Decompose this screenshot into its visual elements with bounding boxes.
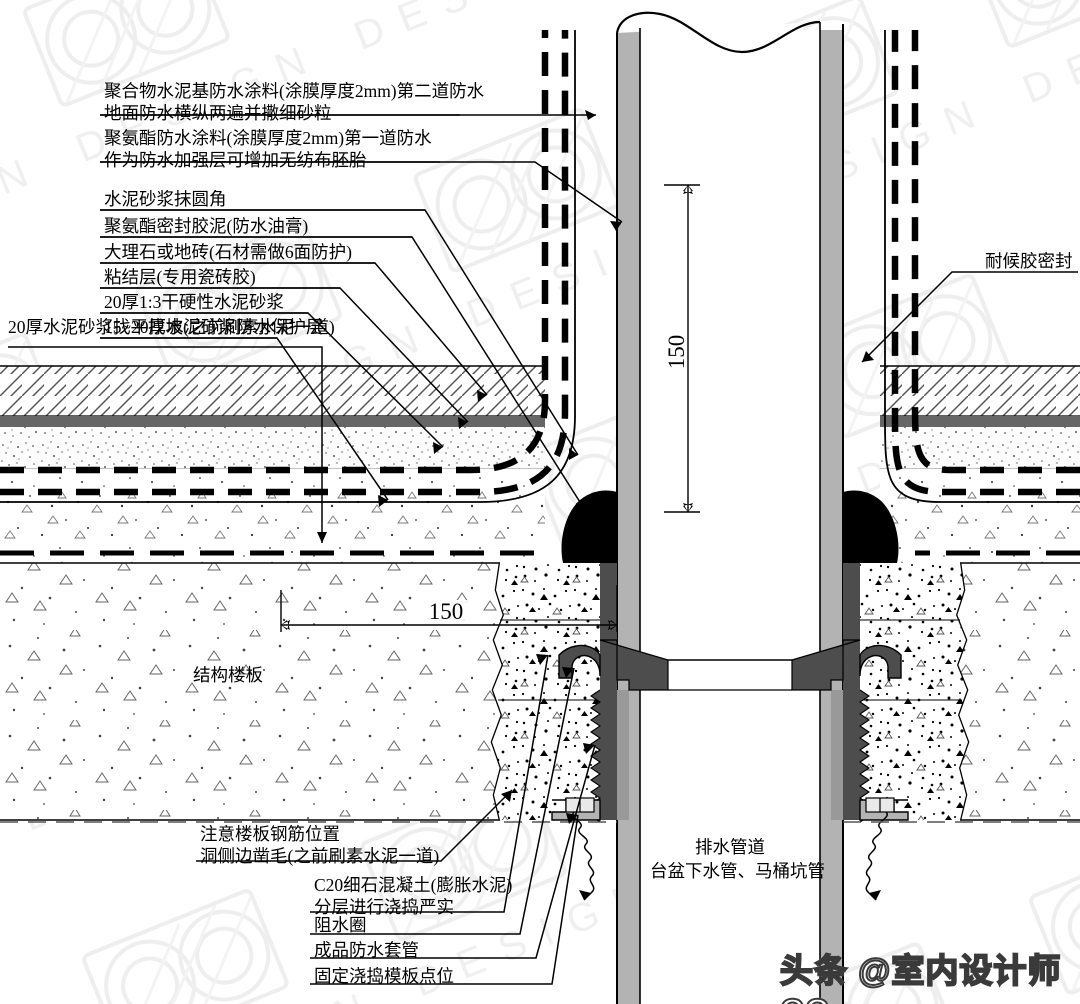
c20-infill-left <box>492 563 610 820</box>
label-line-1: 粘结层(专用瓷砖胶) <box>104 267 256 287</box>
label-underlines <box>100 114 460 339</box>
label-line-2: 地面防水横纵两遍并撒细砂粒 <box>104 103 332 123</box>
structural-slab <box>0 562 1080 821</box>
label-drain-pipe: 排水管道 台盆下水管、马桶坑管 <box>650 835 825 883</box>
dimension-horizontal-value: 150 <box>429 599 464 624</box>
sealant-wedge-right <box>843 490 899 563</box>
cove-fillet-line-right <box>884 30 1080 503</box>
tile-adhesive-layer-left <box>0 416 545 427</box>
sealant-wedge-left <box>561 490 617 563</box>
drain-pipe-bore <box>640 30 820 1004</box>
label-line-1: 排水管道 <box>695 837 765 857</box>
label-water-stop-ring: 阻水圈 <box>314 914 367 936</box>
label-line-1: 阻水圈 <box>314 915 367 935</box>
label-line-1: 注意楼板钢筋位置 <box>200 824 340 844</box>
right-leader-line <box>861 271 1078 363</box>
tile-adhesive-layer-right <box>880 416 1080 427</box>
label-c20-concrete: C20细石混凝土(膨胀水泥) 分层进行浇捣严实 <box>314 874 512 918</box>
watermark-author: 头条 @室内设计师CC <box>779 951 1062 1004</box>
label-line-1: 15~20厚水泥砂浆防水保护层 <box>104 317 324 337</box>
label-line-1: 水泥砂浆抹圆角 <box>104 189 227 209</box>
waterproof-coat-1-right <box>891 30 1080 496</box>
pipe-break-line <box>615 11 821 54</box>
bottom-leader-lines <box>196 654 596 985</box>
label-levelling-slope-mortar: 20厚水泥砂浆找平找坡(之前刷素水泥一道) <box>8 316 335 338</box>
label-line-2: 洞侧边凿毛(之前刷素水泥一道) <box>200 846 440 866</box>
water-stop-ring-right <box>859 644 902 679</box>
label-dry-hard-mortar: 20厚1:3干硬性水泥砂浆 <box>104 291 284 313</box>
structural-slab-right <box>956 563 1080 820</box>
waterproof-coat-2-right <box>911 30 1080 474</box>
sleeve-inner-collar-left <box>617 690 629 820</box>
label-waterproof-protection-layer: 15~20厚水泥砂浆防水保护层 <box>104 316 323 338</box>
label-line-1: 聚合物水泥基防水涂料(涂膜厚度2mm)第二道防水 <box>104 81 485 101</box>
label-structural-slab: 结构楼板 <box>193 665 263 685</box>
anchor-screw-left <box>572 811 595 901</box>
drain-pipe-wall-right <box>820 30 843 1004</box>
label-rebar-and-chiselling: 注意楼板钢筋位置 洞侧边凿毛(之前刷素水泥一道) <box>200 823 439 867</box>
structural-slab-left <box>0 563 504 820</box>
label-line-2: 作为防水加强层可增加无纺布胚胎 <box>104 150 367 170</box>
cove-fillet-line-left <box>0 30 576 503</box>
label-line-1: 成品防水套管 <box>314 940 419 960</box>
label-line-1: 20厚1:3干硬性水泥砂浆 <box>104 292 284 312</box>
label-line-2: 分层进行浇捣严实 <box>314 897 454 917</box>
drain-pipe-wall-left <box>617 30 640 1004</box>
dry-mortar-layer-left <box>0 427 545 469</box>
label-line-2: 台盆下水管、马桶坑管 <box>650 861 825 881</box>
label-prefab-waterproof-sleeve: 成品防水套管 <box>314 939 419 961</box>
dimension-vertical-150: 150 <box>664 184 700 513</box>
label-line-1: 聚氨酯密封胶泥(防水油膏) <box>104 216 309 236</box>
right-floor-assembly <box>880 365 1080 563</box>
dimension-vertical-value: 150 <box>664 335 689 370</box>
anchor-screw-right <box>865 811 888 901</box>
sleeve-body-right <box>843 563 860 820</box>
label-marble-or-tile: 大理石或地砖(石材需做6面防护) <box>104 241 352 263</box>
label-line-1: 20厚水泥砂浆找平找坡(之前刷素水泥一道) <box>8 317 335 337</box>
sleeve-bell-right <box>791 639 861 691</box>
label-bonding-layer: 粘结层(专用瓷砖胶) <box>104 266 256 288</box>
c20-concrete-infill <box>492 563 968 820</box>
formwork-bracket-left <box>551 797 601 821</box>
label-line-1: C20细石混凝土(膨胀水泥) <box>314 875 513 895</box>
formwork-bracket-right <box>859 797 909 821</box>
label-polymer-cement-coating: 聚合物水泥基防水涂料(涂膜厚度2mm)第二道防水 地面防水横纵两遍并撒细砂粒 <box>104 80 484 124</box>
dry-mortar-layer-right <box>880 427 1080 469</box>
label-cement-mortar-cove: 水泥砂浆抹圆角 <box>104 188 227 210</box>
sleeve-bell-left <box>599 639 669 691</box>
waterproof-coat-1-left <box>0 30 569 496</box>
label-line-1: 耐候胶密封 <box>985 251 1073 271</box>
label-weatherproof-sealant: 耐候胶密封 <box>985 250 1073 272</box>
label-formwork-fixing-point: 固定浇捣模板点位 <box>314 965 454 987</box>
label-line-1: 大理石或地砖(石材需做6面防护) <box>104 242 352 262</box>
pour-layer-lines <box>498 619 962 701</box>
sealant-wedges <box>561 490 899 563</box>
waterproof-membranes <box>0 30 1080 556</box>
waterproof-coat-2-left <box>0 30 549 474</box>
c20-infill-right <box>850 563 968 820</box>
tile-finish-layer-left <box>0 366 545 416</box>
waterproof-sleeve-assembly <box>551 563 909 901</box>
left-floor-assembly <box>0 365 545 563</box>
sleeve-inner-collar-right <box>831 690 843 820</box>
label-line-1: 聚氨酯防水涂料(涂膜厚度2mm)第一道防水 <box>104 128 432 148</box>
tile-finish-layer-right <box>880 366 1080 416</box>
protection-screed-layer-left <box>0 469 545 563</box>
label-polyurethane-coating: 聚氨酯防水涂料(涂膜厚度2mm)第一道防水 作为防水加强层可增加无纺布胚胎 <box>104 127 432 171</box>
dimension-horizontal-150: 150 <box>280 585 618 632</box>
label-polyurethane-sealant: 聚氨酯密封胶泥(防水油膏) <box>104 215 308 237</box>
sleeve-body-left <box>600 563 617 820</box>
label-line-1: 固定浇捣模板点位 <box>314 966 454 986</box>
